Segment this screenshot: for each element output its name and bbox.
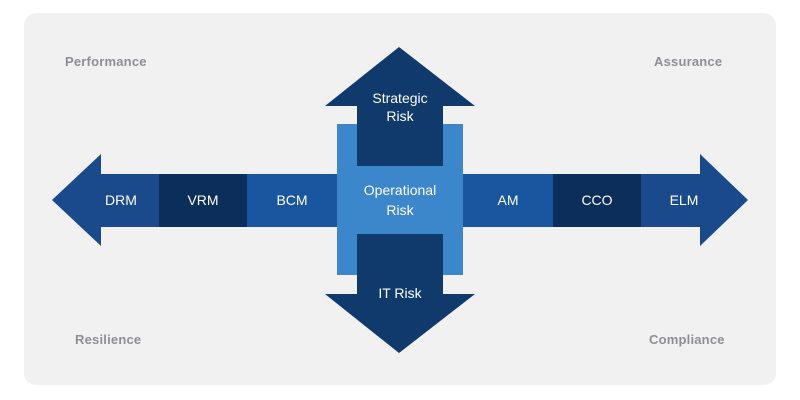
segment-vrm-box	[159, 174, 247, 227]
strategic-risk-label-line1: Strategic	[372, 90, 427, 106]
strategic-risk-arrow	[325, 47, 475, 166]
corner-label-resilience: Resilience	[75, 332, 142, 347]
operational-risk-center	[337, 166, 463, 234]
it-risk-label: IT Risk	[378, 285, 422, 301]
segment-cco-label: CCO	[581, 192, 612, 208]
corner-label-performance: Performance	[65, 54, 147, 69]
segment-elm-box	[641, 174, 716, 227]
segment-bcm-label: BCM	[276, 192, 307, 208]
segment-am-box	[463, 174, 553, 227]
corner-label-assurance: Assurance	[654, 54, 723, 69]
it-risk-arrow	[325, 234, 475, 353]
operational-risk-label-line1: Operational	[364, 182, 436, 198]
segment-am-label: AM	[498, 192, 519, 208]
segment-drm-box	[84, 174, 159, 227]
corner-label-compliance: Compliance	[649, 332, 725, 347]
segment-drm-label: DRM	[105, 192, 137, 208]
segment-cco-box	[553, 174, 641, 227]
strategic-risk-label-line2: Risk	[386, 108, 414, 124]
operational-risk-label-line2: Risk	[386, 202, 414, 218]
segment-elm-label: ELM	[670, 192, 699, 208]
segment-bcm-box	[247, 174, 337, 227]
segment-vrm-label: VRM	[187, 192, 218, 208]
